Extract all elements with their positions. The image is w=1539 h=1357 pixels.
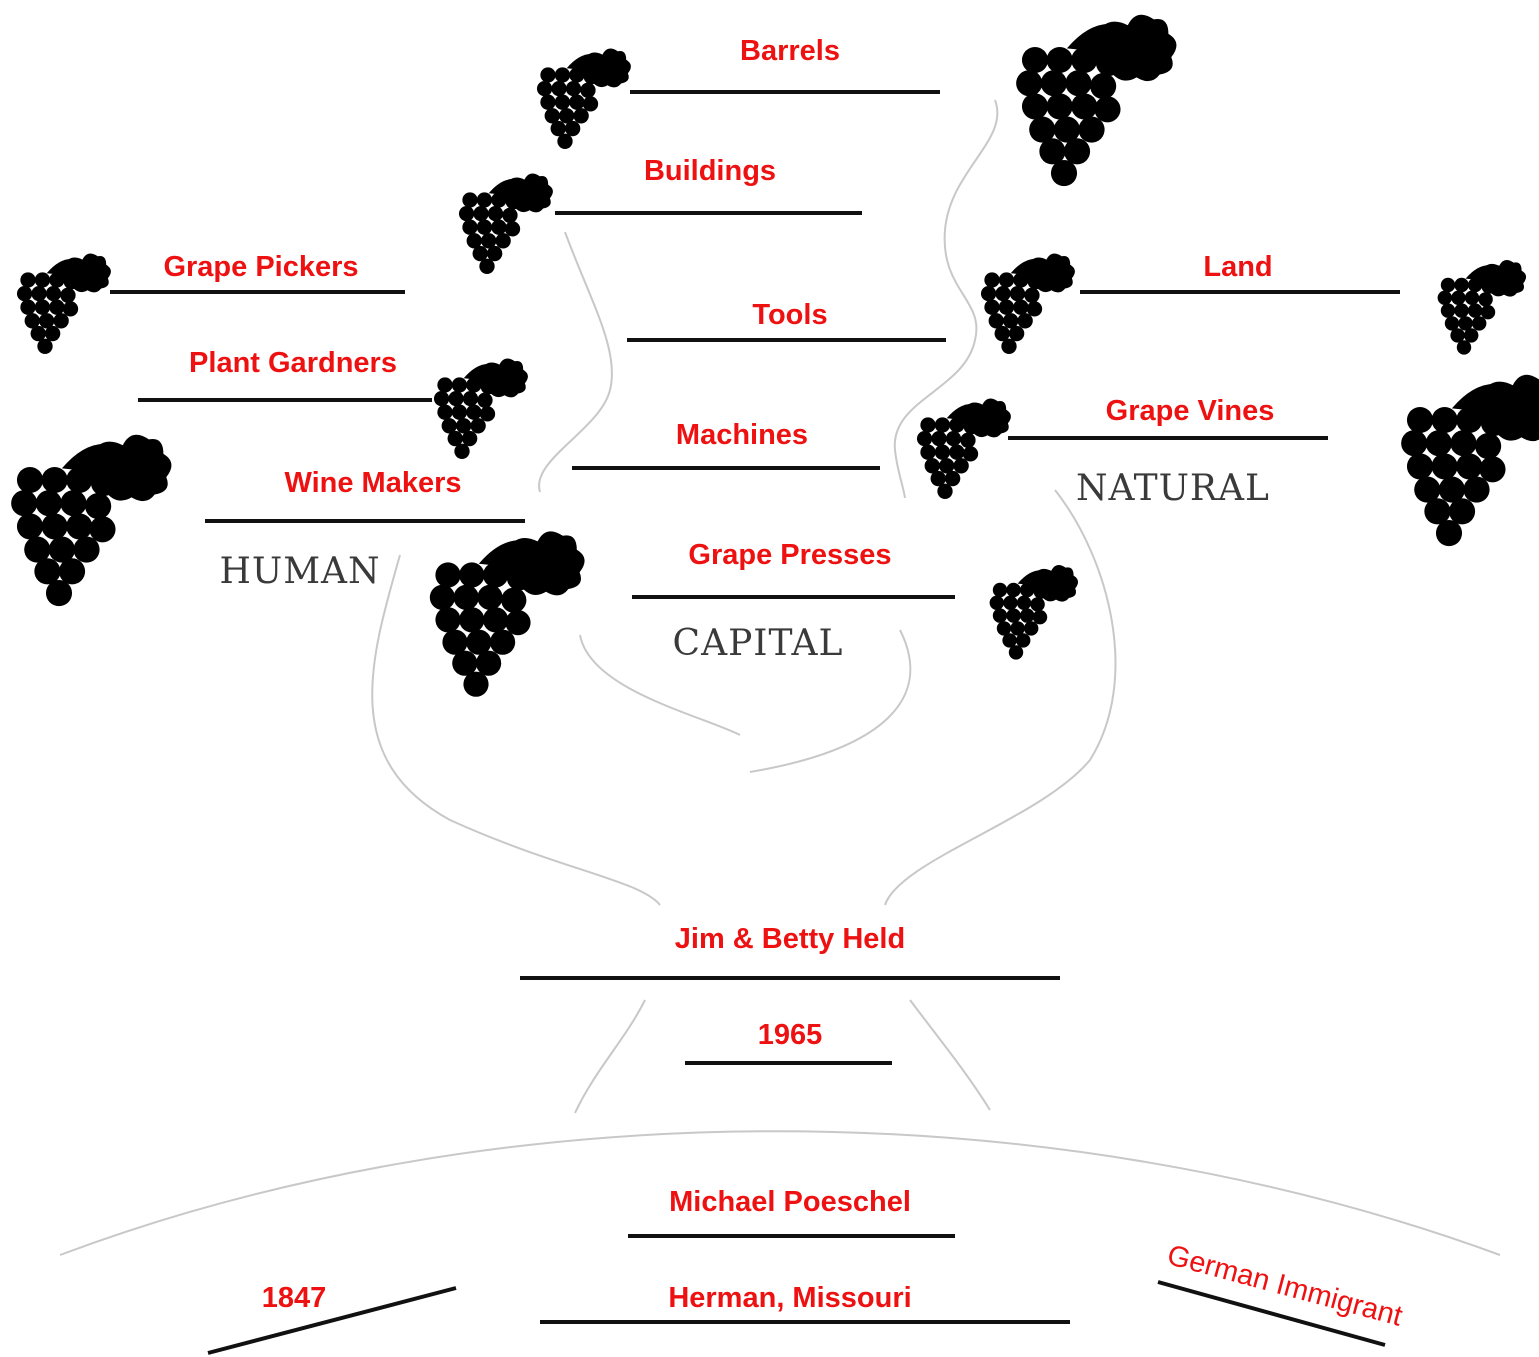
tree-branches [59, 99, 1501, 1256]
grape-cluster-icon-grape-pickers [16, 253, 111, 354]
grape-cluster-icon-grape-presses-left [429, 531, 585, 697]
label-plant-gardners: Plant Gardners [189, 347, 397, 379]
grape-cluster-icon-plant-gardners [433, 358, 528, 459]
label-year-owned: 1965 [758, 1019, 823, 1051]
category-natural: NATURAL [1076, 468, 1270, 509]
grape-cluster-icon-buildings [458, 173, 553, 274]
label-place: Herman, Missouri [668, 1282, 911, 1314]
label-founder: Michael Poeschel [669, 1186, 911, 1218]
grape-cluster-icon-grape-presses-right [989, 565, 1079, 660]
label-grape-presses: Grape Presses [688, 539, 891, 571]
label-land: Land [1203, 251, 1272, 283]
category-capital: CAPITAL [673, 623, 844, 664]
label-tools: Tools [752, 299, 827, 331]
label-founded: 1847 [262, 1282, 327, 1314]
grape-cluster-icon-land-left [980, 253, 1075, 354]
label-wine-makers: Wine Makers [284, 467, 461, 499]
label-machines: Machines [676, 419, 808, 451]
line-origin [1157, 1280, 1386, 1347]
grape-cluster-icon-grape-vines-left [916, 398, 1011, 499]
grape-cluster-icon-barrels-left [536, 48, 631, 149]
answer-lines [110, 90, 1400, 1355]
label-grape-pickers: Grape Pickers [163, 251, 358, 283]
category-human: HUMAN [219, 551, 380, 592]
grape-cluster-icon-wine-makers [11, 434, 172, 607]
label-barrels: Barrels [740, 35, 840, 67]
label-grape-vines: Grape Vines [1106, 395, 1275, 427]
grape-cluster-icon-barrels-right [1016, 14, 1177, 187]
grape-cluster-icon-land-right [1437, 260, 1527, 355]
label-buildings: Buildings [644, 155, 776, 187]
line-founded [207, 1286, 457, 1355]
grape-cluster-icon-grape-vines-right [1401, 374, 1539, 547]
label-owners: Jim & Betty Held [675, 923, 905, 955]
